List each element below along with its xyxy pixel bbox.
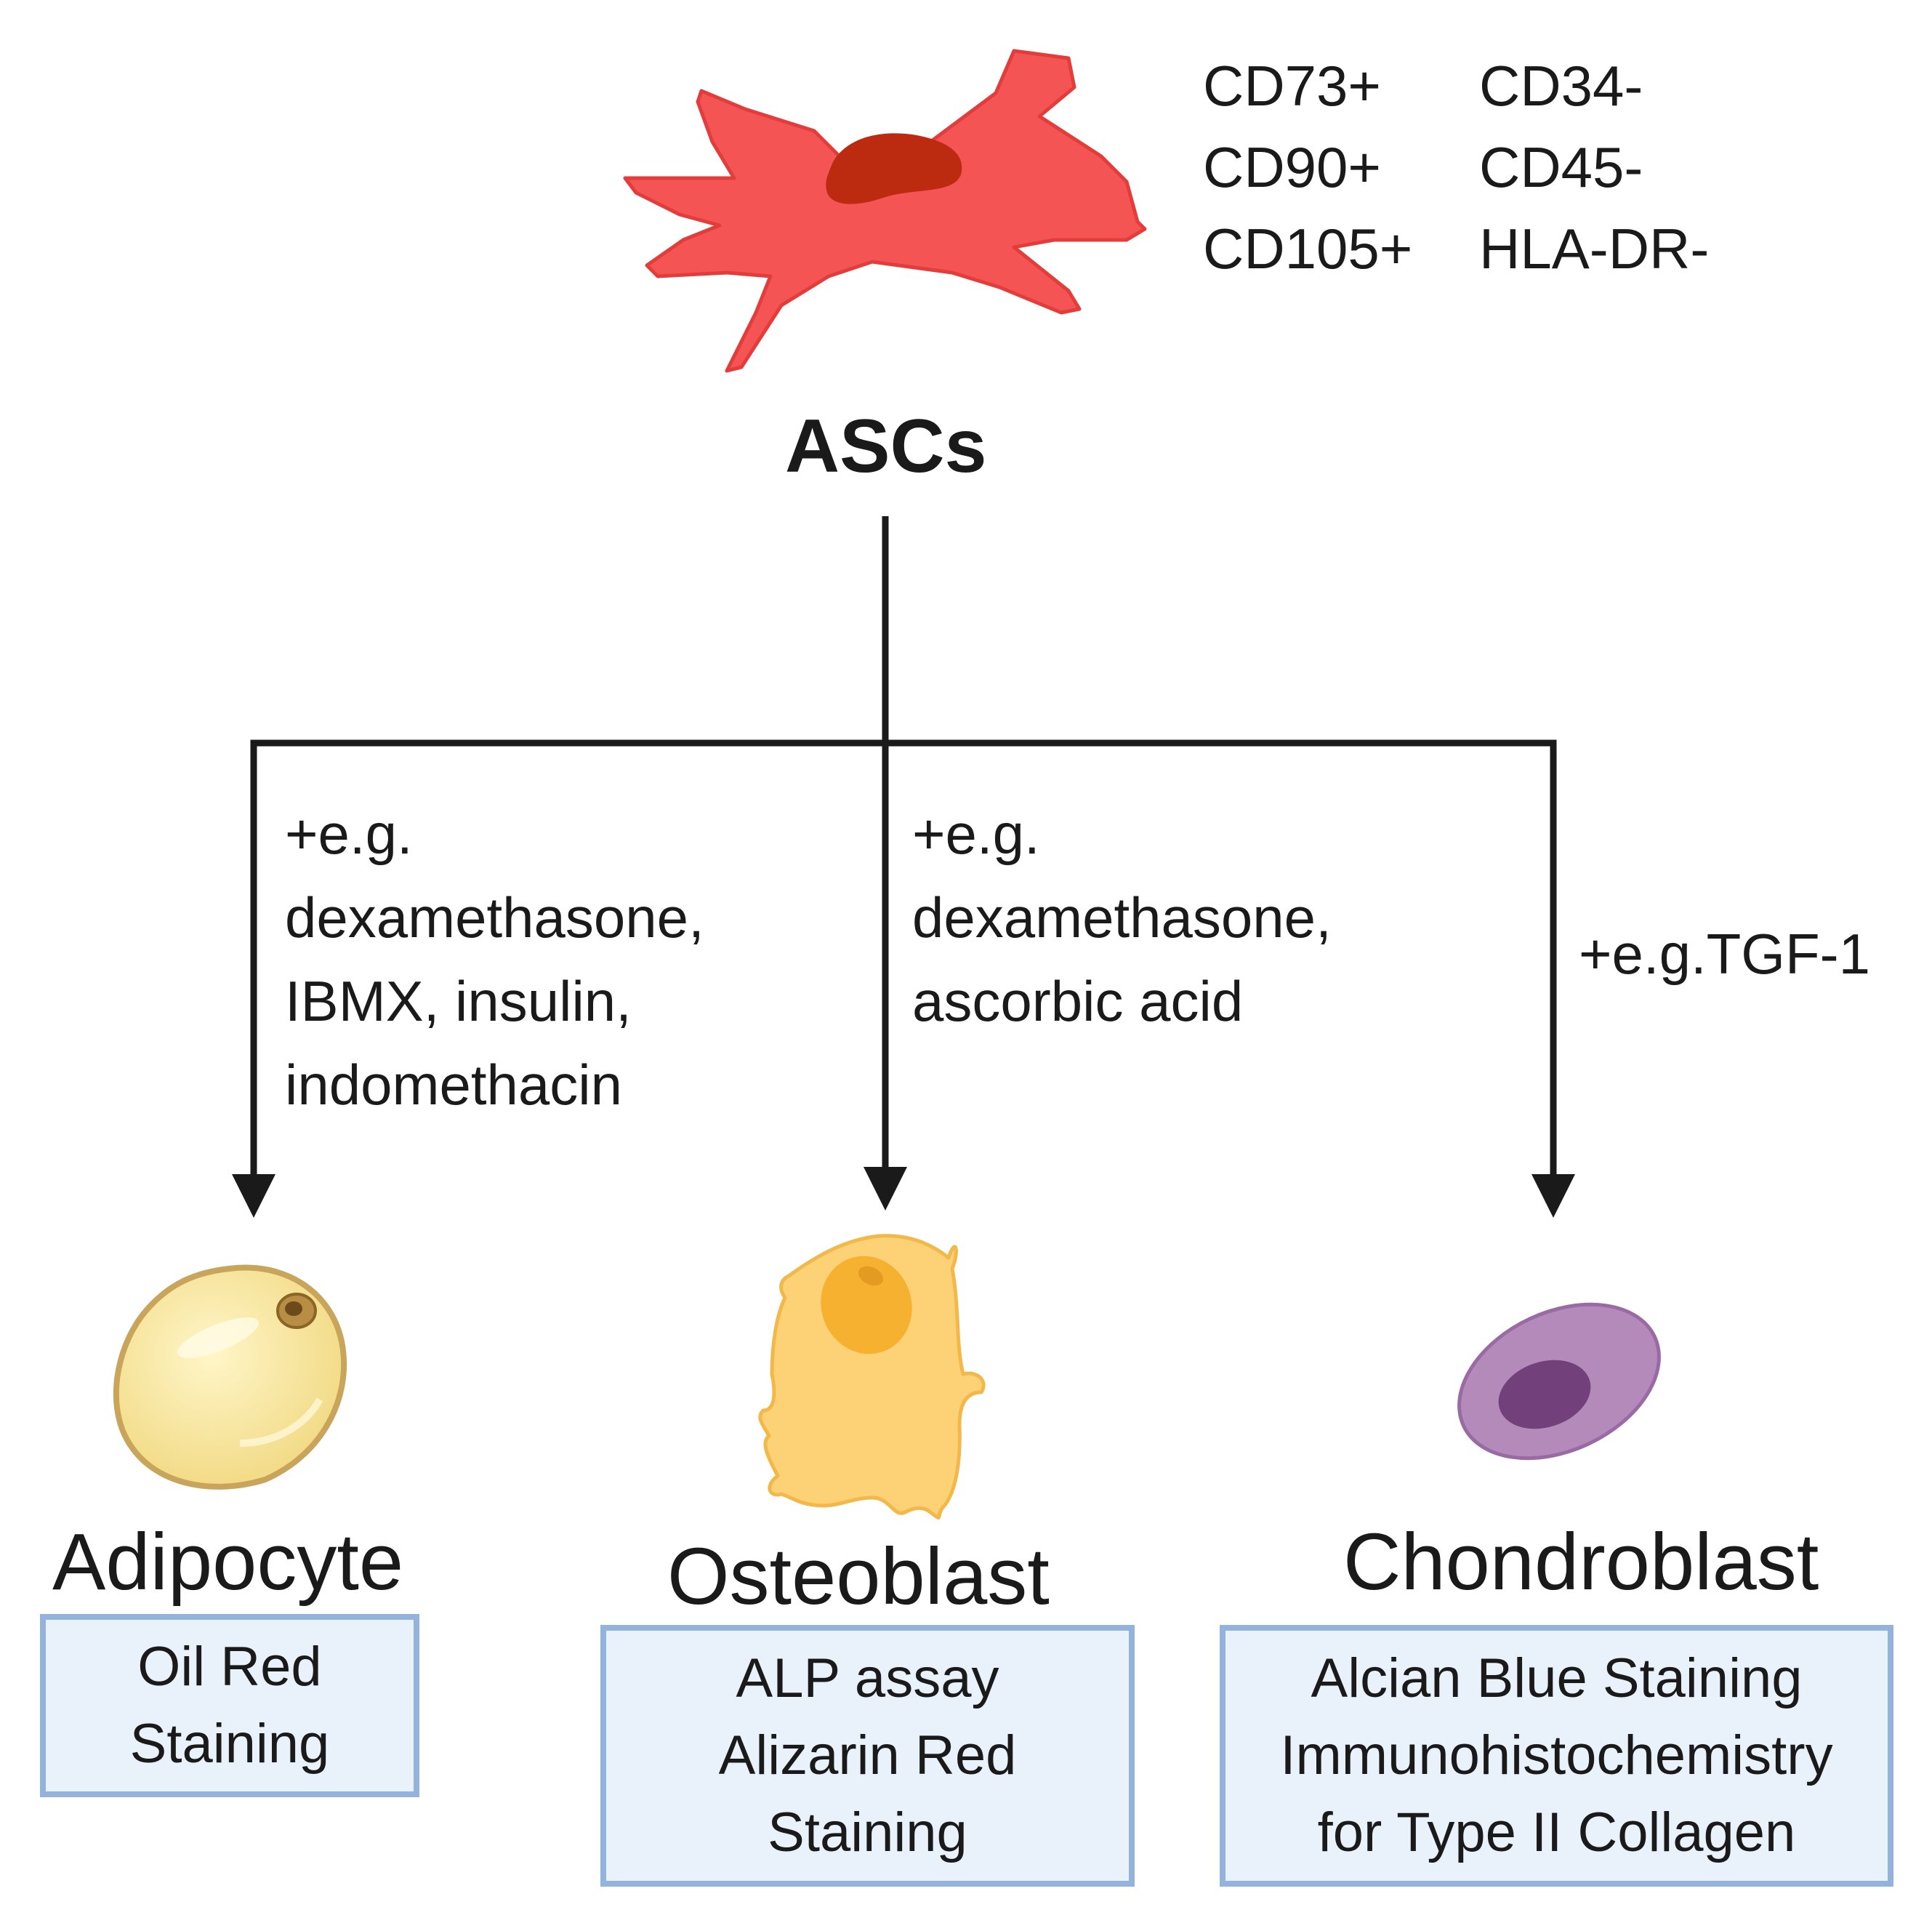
assay-line: ALP assay (736, 1647, 999, 1709)
assay-line: Alcian Blue Staining (1311, 1647, 1803, 1709)
adipocyte-assay-box: Oil Red Staining (40, 1614, 419, 1797)
osteoblast-cell-icon (758, 1234, 986, 1519)
asc-label: ASCs (785, 404, 987, 489)
marker-cd90: CD90+ (1203, 135, 1381, 199)
chondroblast-label: Chondroblast (1343, 1517, 1819, 1607)
chondroblast-cell-icon (1457, 1302, 1661, 1461)
osteoblast-label: Osteoblast (667, 1532, 1050, 1621)
negative-markers: CD34- CD45- HLA-DR- (1479, 45, 1709, 289)
marker-hla-dr: HLA-DR- (1479, 217, 1710, 281)
assay-line: Alizarin Red (718, 1725, 1017, 1786)
branch-line (250, 739, 1557, 1211)
assay-line: Staining (129, 1713, 330, 1775)
condition-line: dexamethasone, (285, 886, 704, 950)
positive-markers: CD73+ CD90+ CD105+ (1203, 45, 1412, 289)
condition-line: dexamethasone, (912, 886, 1332, 950)
condition-line: +e.g.TGF-1 (1579, 922, 1870, 986)
asc-cell-icon (623, 49, 1147, 373)
adipocyte-cell-icon (113, 1264, 347, 1490)
condition-line: IBMX, insulin, (285, 969, 632, 1033)
chondroblast-assay-box: Alcian Blue Staining Immunohistochemistr… (1220, 1625, 1893, 1887)
arrowhead-adipocyte (232, 1174, 275, 1218)
osteoblast-conditions: +e.g. dexamethasone, ascorbic acid (912, 792, 1332, 1043)
adipocyte-conditions: +e.g. dexamethasone, IBMX, insulin, indo… (285, 792, 704, 1127)
assay-line: Oil Red (137, 1636, 322, 1698)
condition-line: indomethacin (285, 1053, 622, 1117)
condition-line: ascorbic acid (912, 969, 1244, 1033)
marker-cd73: CD73+ (1203, 54, 1381, 118)
adipocyte-label: Adipocyte (52, 1517, 404, 1607)
marker-cd45: CD45- (1479, 135, 1643, 199)
condition-line: +e.g. (285, 802, 413, 866)
condition-line: +e.g. (912, 802, 1040, 866)
marker-cd34: CD34- (1479, 54, 1643, 118)
branch-arrows (250, 516, 1557, 1211)
arrowhead-chondroblast (1531, 1174, 1575, 1218)
chondroblast-conditions: +e.g.TGF-1 (1579, 912, 1870, 996)
assay-line: Staining (768, 1802, 967, 1863)
osteoblast-assay-box: ALP assay Alizarin Red Staining (600, 1625, 1135, 1887)
assay-line: Immunohistochemistry (1280, 1725, 1833, 1786)
marker-cd105: CD105+ (1203, 217, 1413, 281)
assay-line: for Type II Collagen (1317, 1802, 1796, 1863)
arrowhead-osteoblast (864, 1167, 907, 1211)
